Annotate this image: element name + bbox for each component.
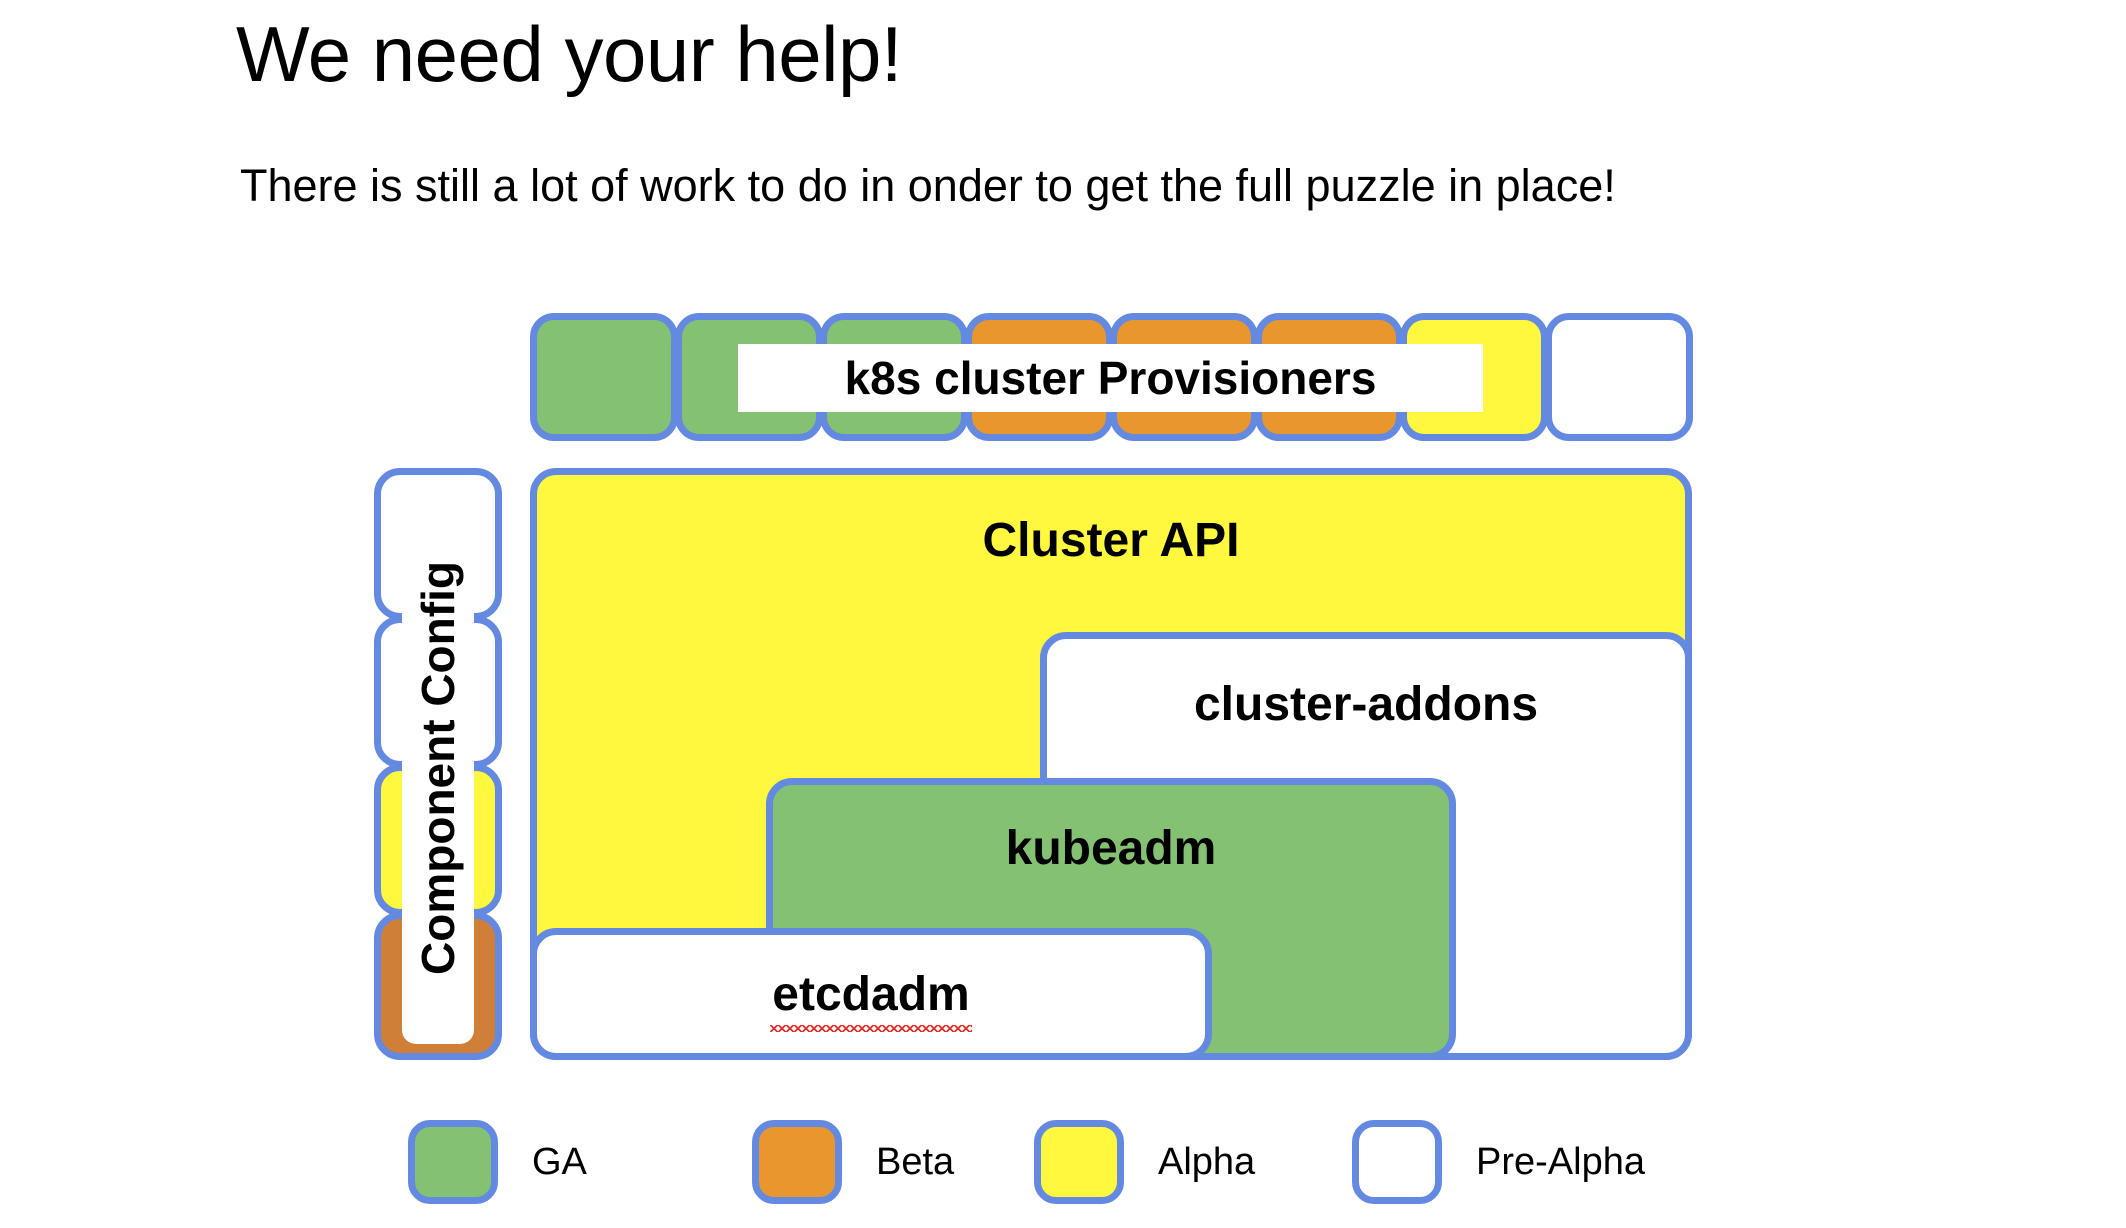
legend-item-beta: Beta <box>752 1120 954 1204</box>
legend-item-prealpha-label: Pre-Alpha <box>1476 1141 1645 1183</box>
legend-item-beta-label: Beta <box>876 1141 955 1183</box>
legend-item-ga-label: GA <box>532 1141 587 1183</box>
page-subtitle: There is still a lot of work to do in on… <box>240 160 1616 211</box>
legend-item-alpha-label: Alpha <box>1158 1141 1256 1183</box>
legend-item-prealpha: Pre-Alpha <box>1352 1120 1645 1204</box>
box-cluster-addons-label: cluster-addons <box>1193 678 1539 731</box>
box-etcdadm[interactable]: etcdadm <box>530 928 1212 1060</box>
component-config-label-strip: Component Config <box>402 492 474 1044</box>
box-etcdadm-label: etcdadm <box>770 968 973 1032</box>
box-etcdadm-label-wrap: etcdadm <box>537 968 1205 1032</box>
legend: GA Beta Alpha Pre-Alpha <box>0 1120 2126 1216</box>
provisioner-label-strip: k8s cluster Provisioners <box>738 344 1483 412</box>
provisioner-label: k8s cluster Provisioners <box>844 352 1377 404</box>
legend-item-ga: GA <box>408 1120 587 1204</box>
legend-item-alpha-swatch <box>1034 1120 1124 1204</box>
page-title: We need your help! <box>236 10 903 98</box>
legend-item-alpha: Alpha <box>1034 1120 1255 1204</box>
box-kubeadm-label: kubeadm <box>1005 822 1217 875</box>
legend-item-ga-swatch <box>408 1120 498 1204</box>
provisioner-cell-1[interactable] <box>530 313 678 441</box>
box-cluster-api-label: Cluster API <box>982 514 1240 567</box>
legend-item-prealpha-swatch <box>1352 1120 1442 1204</box>
component-config-label: Component Config <box>412 561 465 975</box>
provisioner-cell-8[interactable] <box>1545 313 1693 441</box>
legend-item-beta-swatch <box>752 1120 842 1204</box>
